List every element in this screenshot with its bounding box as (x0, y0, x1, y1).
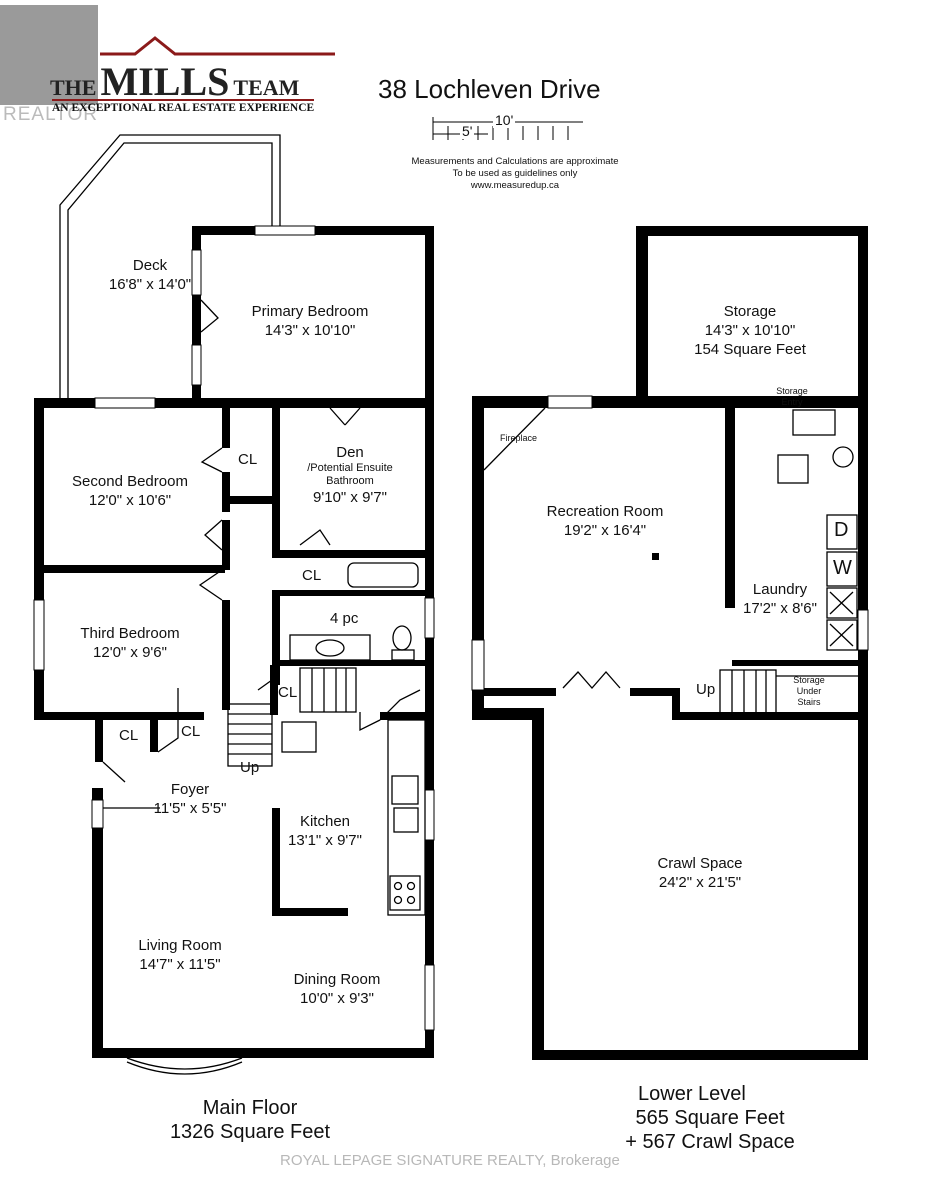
measurement-notes: Measurements and Calculations are approx… (390, 156, 640, 192)
room-name: Foyer (170, 781, 210, 798)
room-size: 17'2" x 8'6" (743, 600, 817, 617)
room-name: Den (336, 444, 364, 461)
address-title: 38 Lochleven Drive (378, 74, 601, 104)
lower-level-caption: Lower Level 565 Square Feet + 567 Crawl … (600, 1082, 820, 1154)
realtor-mark-text: REALTOR (3, 104, 98, 125)
room-recreation: Recreation Room 19'2" x 16'4" (530, 502, 680, 540)
scale-5: 5' (460, 123, 475, 139)
fireplace-label: Fireplace (500, 433, 538, 443)
room-size: 14'3" x 10'10" (264, 322, 356, 339)
scale-bar-icon (432, 117, 583, 140)
room-name: Laundry (752, 581, 808, 598)
room-size: 14'3" x 10'10" (704, 322, 796, 339)
under-stairs-line1: Storage (793, 675, 825, 685)
washer-label: W (833, 557, 852, 579)
room-primary-bedroom: Primary Bedroom 14'3" x 10'10" (230, 302, 390, 340)
room-storage: Storage 14'3" x 10'10" 154 Square Feet (680, 302, 820, 359)
room-size: 9'10" x 9'7" (313, 489, 387, 506)
storage-entry-line1: Storage (776, 386, 808, 396)
room-name: Kitchen (299, 813, 351, 830)
lower-level-title: Lower Level (638, 1083, 746, 1105)
under-stairs-line2: Under (796, 686, 822, 696)
main-floor-title: Main Floor (202, 1097, 298, 1119)
main-floor-caption: Main Floor 1326 Square Feet (160, 1096, 340, 1144)
room-name: Primary Bedroom (251, 303, 369, 320)
bathroom-label: 4 pc (330, 610, 359, 627)
closet-label: CL (238, 451, 258, 468)
storage-under-stairs-label: Storage Under Stairs (786, 675, 832, 708)
note-website: www.measuredup.ca (470, 180, 560, 191)
room-laundry: Laundry 17'2" x 8'6" (730, 580, 830, 618)
room-name: Second Bedroom (72, 473, 188, 490)
lower-level-crawl: + 567 Crawl Space (625, 1131, 795, 1153)
room-subtitle: Bathroom (326, 475, 374, 487)
logo-team: TEAM (233, 75, 300, 100)
deck-outline-inner (67, 142, 273, 398)
room-name: Deck (132, 257, 168, 274)
room-kitchen: Kitchen 13'1" x 9'7" (265, 812, 385, 850)
room-den: Den /Potential Ensuite Bathroom 9'10" x … (280, 443, 420, 507)
room-deck: Deck 16'8" x 14'0" (80, 256, 220, 294)
room-name: Recreation Room (546, 503, 664, 520)
room-size: 11'5" x 5'5" (153, 800, 227, 817)
storage-entry-label: Storage Entry (770, 386, 814, 408)
logo-wordmark: THE MILLS TEAM (50, 58, 299, 105)
stairs-up-label: Up (240, 759, 260, 776)
room-dining-room: Dining Room 10'0" x 9'3" (272, 970, 402, 1008)
room-size: 10'0" x 9'3" (300, 990, 374, 1007)
room-third-bedroom: Third Bedroom 12'0" x 9'6" (55, 624, 205, 662)
stairs-up-label: Up (696, 681, 716, 698)
brokerage-watermark: ROYAL LEPAGE SIGNATURE REALTY, Brokerage (280, 1152, 620, 1169)
closet-label: CL (278, 684, 298, 701)
logo-mills: MILLS (100, 59, 230, 104)
room-name: Storage (723, 303, 777, 320)
room-size: 19'2" x 16'4" (563, 522, 647, 539)
room-name: Third Bedroom (80, 625, 180, 642)
note-guidelines: To be used as guidelines only (452, 168, 578, 179)
under-stairs-line3: Stairs (797, 697, 821, 707)
room-size: 14'7" x 11'5" (139, 956, 221, 973)
room-name: Dining Room (293, 971, 381, 988)
room-second-bedroom: Second Bedroom 12'0" x 10'6" (55, 472, 205, 510)
deck-outline (59, 134, 281, 398)
storage-entry-line2: Entry (781, 397, 803, 407)
logo-tagline: AN EXCEPTIONAL REAL ESTATE EXPERIENCE (52, 99, 315, 114)
room-area: 154 Square Feet (694, 341, 806, 358)
closet-label: CL (181, 723, 201, 740)
main-floor-area: 1326 Square Feet (169, 1121, 331, 1143)
room-subtitle: /Potential Ensuite (307, 462, 393, 474)
room-crawl-space: Crawl Space 24'2" x 21'5" (630, 854, 770, 892)
room-size: 16'8" x 14'0" (108, 276, 192, 293)
room-size: 13'1" x 9'7" (288, 832, 362, 849)
room-living-room: Living Room 14'7" x 11'5" (110, 936, 250, 974)
dryer-label: D (834, 519, 849, 541)
roof-icon (100, 36, 335, 56)
room-size: 24'2" x 21'5" (658, 874, 742, 891)
lower-level-area: 565 Square Feet (635, 1107, 785, 1129)
room-foyer: Foyer 11'5" x 5'5" (120, 780, 260, 818)
scale-10: 10' (493, 112, 516, 128)
closet-label: CL (302, 567, 322, 584)
realtor-mark-icon (0, 5, 98, 105)
room-size: 12'0" x 9'6" (93, 644, 167, 661)
room-size: 12'0" x 10'6" (88, 492, 172, 509)
room-name: Crawl Space (657, 855, 743, 872)
room-name: Living Room (138, 937, 222, 954)
closet-label: CL (119, 727, 139, 744)
note-approximate: Measurements and Calculations are approx… (411, 156, 619, 167)
logo: REALTOR THE MILLS TEAM AN EXCEPTIONAL RE… (0, 0, 340, 125)
logo-the: THE (50, 75, 97, 100)
